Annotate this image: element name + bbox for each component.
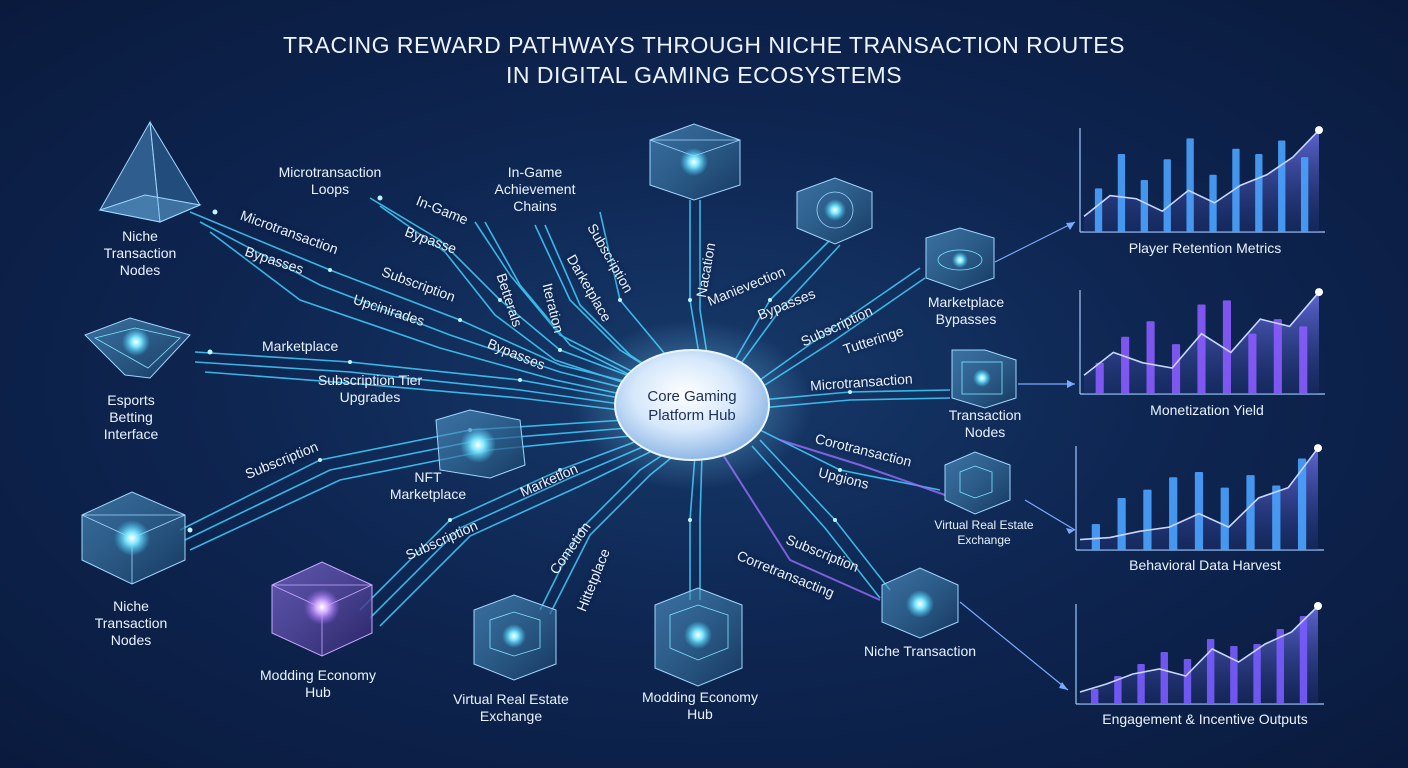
chart-2-bar [1248,333,1257,394]
chart-arrows [959,221,1076,691]
node-label-transaction: Transaction Nodes [948,407,1022,440]
chart-4-bar [1137,664,1145,704]
chart-1-bar [1209,174,1217,232]
chart-1-end-point [1315,126,1323,135]
chart-3-bar [1246,475,1255,550]
vre-bottom-node-icon[interactable] [473,594,557,681]
node-label-nft: NFT Marketplace [389,469,467,502]
chart-3-trend-line [1079,447,1319,541]
chart-3 [1075,444,1324,551]
chart-2-bar [1222,300,1231,394]
chart-3-end-point [1314,444,1322,453]
page-title-line1: TRACING REWARD PATHWAYS THROUGH NICHE TR… [283,32,1125,58]
chart-4 [1075,602,1324,705]
transaction-node-icon[interactable] [951,349,1017,409]
niche-bl-node-icon[interactable] [81,491,186,585]
chart-3-bar [1297,458,1307,550]
path-label-marketplace-left: Marketplace [262,338,339,354]
top-node-icon[interactable] [649,123,741,201]
charts-group [1075,126,1325,705]
chart-4-bar [1276,629,1284,704]
chart-1-bar [1186,138,1194,232]
chart-1-bar [1094,188,1103,232]
chart-title-2: Monetization Yield [1150,402,1264,418]
chart-3-bar [1272,485,1281,550]
chart-3-bar [1220,487,1229,550]
chart-4-end-point [1314,602,1322,610]
chart-title-4: Engagement & Incentive Outputs [1102,711,1308,727]
chart-1-bar [1278,140,1286,232]
path-label-microtransaction-loops: Microtransaction Loops [278,164,382,197]
path-label-subscription-tier: Subscription Tier Upgrades [317,372,423,405]
chart-1-bar [1255,154,1263,232]
chart-3-bar [1169,477,1178,550]
chart-4-bar [1114,676,1122,704]
node-label-modding-bottom: Modding Economy Hub [642,689,758,722]
node-label-vre-right: Virtual Real Estate Exchange [934,518,1034,547]
chart-1 [1079,126,1325,233]
chart-4-bar [1206,639,1215,704]
chart-4-bar [1090,689,1099,704]
chart-2-bar [1121,336,1130,394]
chart-2 [1079,288,1325,395]
core-hub[interactable] [572,320,812,490]
nft-node-icon[interactable] [435,409,526,479]
chart-1-bar [1140,180,1148,232]
node-label-vre-bottom: Virtual Real Estate Exchange [453,691,569,724]
chart-2-bar [1095,362,1104,394]
vre-right-node-icon[interactable] [944,451,1011,515]
chart-1-trend-line [1083,129,1320,218]
chart-2-bar [1299,326,1308,394]
chart-2-bar [1171,344,1181,394]
chart-1-bar [1300,157,1309,232]
node-label-niche-bl: Niche Transaction Nodes [94,598,168,648]
connection-lines-purple [719,439,946,601]
node-label-modding-left: Modding Economy Hub [260,667,376,700]
node-label-esports: Esports Betting Interface [103,392,159,442]
page-title-line2: IN DIGITAL GAMING ECOSYSTEMS [505,62,903,88]
chart-4-bar [1160,652,1168,704]
chart-3-bar [1091,524,1100,550]
chart-2-bar [1197,304,1206,394]
chart-title-3: Behavioral Data Harvest [1129,557,1281,573]
chart-1-bar [1232,148,1240,232]
chart-2-bar [1273,319,1282,394]
pyramid-node-icon[interactable] [98,120,202,223]
chart-2-end-point [1315,288,1323,297]
chart-1-bar [1117,154,1126,232]
chart-3-trend-area [1080,448,1318,550]
chart-4-bar [1230,646,1238,704]
top-right-node-icon[interactable] [796,177,873,245]
node-label-niche-br: Niche Transaction [863,643,977,659]
chart-2-bar [1146,321,1155,394]
node-label-niche-tl: Niche Transaction Nodes [103,228,177,278]
esports-node-icon[interactable] [84,317,191,379]
niche-br-node-icon[interactable] [881,567,959,639]
modding-left-node-icon[interactable] [271,561,373,657]
chart-4-bar [1253,644,1261,704]
chart-arrowheads [1059,222,1075,690]
chart-4-bar [1299,616,1308,704]
node-label-marketplace: Marketplace Bypasses [927,294,1005,327]
modding-bottom-node-icon[interactable] [654,587,743,687]
chart-4-bar [1183,659,1192,704]
hub-label: Core Gaming Platform Hub [647,388,737,424]
chart-1-bar [1163,159,1171,232]
chart-4-trend-line [1079,605,1319,693]
path-label-in-game-achievement: In-Game Achievement Chains [494,164,576,214]
chart-3-bar [1143,489,1152,550]
chart-3-bar [1117,498,1126,550]
chart-title-1: Player Retention Metrics [1128,240,1282,256]
marketplace-node-icon[interactable] [925,227,995,291]
chart-3-bar [1194,472,1204,550]
chart-2-trend-line [1083,291,1320,376]
path-dots [187,195,852,533]
